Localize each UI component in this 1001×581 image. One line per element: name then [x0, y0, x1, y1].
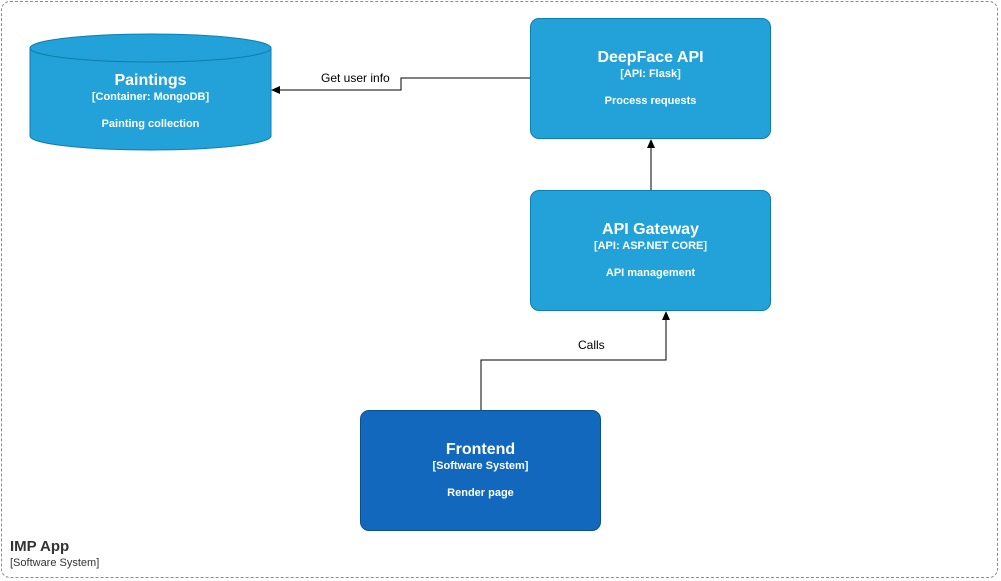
paintings-name: Paintings — [114, 72, 187, 89]
paintings-node-text: Paintings [Container: MongoDB] Painting … — [30, 72, 271, 130]
frontend-name: Frontend — [445, 441, 516, 458]
boundary-title: IMP App — [10, 538, 70, 555]
edge-deepface-to-paintings[interactable] — [271, 77, 530, 94]
frontend-tech: [Software System] — [432, 460, 529, 472]
edge-label-calls: Calls — [578, 338, 605, 352]
deepface-name: DeepFace API — [597, 49, 704, 66]
paintings-cylinder[interactable] — [29, 33, 272, 151]
frontend-desc: Render page — [447, 487, 514, 499]
gateway-name: API Gateway — [602, 221, 699, 238]
deepface-tech: [API: Flask] — [620, 68, 681, 80]
gateway-desc: API management — [605, 267, 696, 279]
deepface-api-node[interactable]: DeepFace API [API: Flask] Process reques… — [530, 18, 771, 139]
edge-frontend-to-gateway[interactable] — [480, 311, 670, 410]
gateway-tech: [API: ASP.NET CORE] — [593, 240, 708, 252]
deepface-desc: Process requests — [604, 95, 697, 107]
api-gateway-node[interactable]: API Gateway [API: ASP.NET CORE] API mana… — [530, 190, 771, 311]
frontend-node[interactable]: Frontend [Software System] Render page — [360, 410, 601, 531]
edge-label-get-user-info: Get user info — [321, 71, 390, 85]
boundary-subtitle: [Software System] — [10, 557, 100, 569]
paintings-desc: Painting collection — [101, 118, 200, 130]
paintings-tech: [Container: MongoDB] — [91, 91, 210, 103]
